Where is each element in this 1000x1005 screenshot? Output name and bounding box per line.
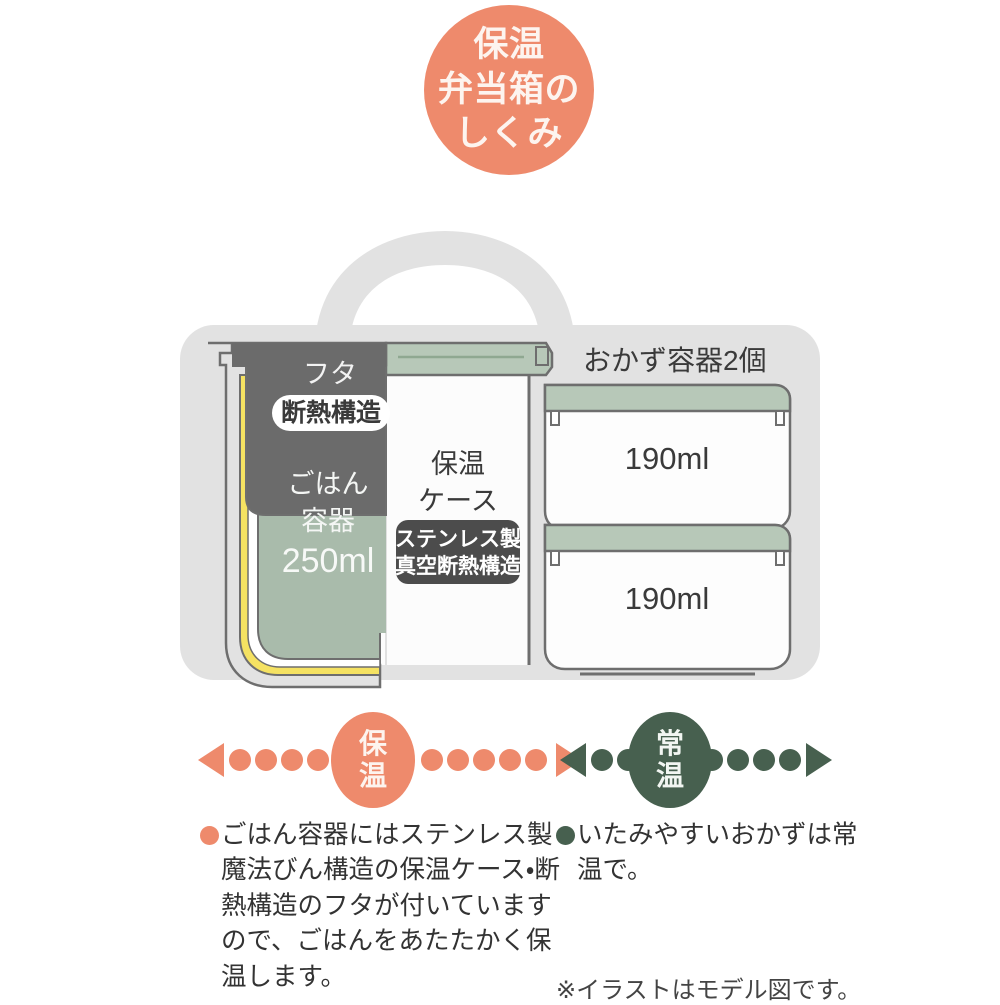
notes-section: ごはん容器にはステンレス製魔法びん構造の保温ケース・断熱構造のフタが付いています… (0, 818, 1000, 1004)
side-container-lower: 190ml (543, 523, 792, 676)
title-line-3: しくみ (455, 114, 563, 154)
lid-label: フタ (303, 359, 357, 389)
note-ambient-text: いたみやすいおかずは常温で。 (577, 821, 858, 885)
ambient-zone-arrow: 常 温 (560, 712, 832, 808)
thermal-case-lid-tab (535, 346, 549, 366)
rice-container-label-line1: ごはん (288, 469, 369, 499)
bullet-warm-icon (200, 826, 219, 845)
temperature-zones-row: 保 温 常 温 (0, 705, 1000, 815)
stainless-badge (396, 520, 520, 584)
lid-badge-text: 断熱構造 (281, 399, 381, 427)
bullet-ambient-icon (556, 826, 575, 845)
rice-container-lid-rim (232, 343, 386, 367)
title-line-2: 弁当箱の (437, 69, 580, 109)
side-containers-heading: おかず容器2個 (583, 345, 767, 376)
warm-zone-label-2: 温 (359, 760, 387, 791)
rice-container-label-line2: 容器 (301, 506, 355, 536)
thermal-case-label-line2: ケース (418, 486, 498, 516)
side-container-upper: 190ml (543, 383, 792, 531)
ambient-zone-label-2: 温 (656, 760, 684, 791)
warm-zone-arrow: 保 温 (198, 712, 582, 808)
note-warm-text: ごはん容器にはステンレス製魔法びん構造の保温ケース・断熱構造のフタが付いています… (221, 821, 560, 991)
warm-zone-label-1: 保 (359, 728, 388, 759)
thermal-case-lid (384, 341, 554, 377)
product-illustration: フタ 断熱構造 ごはん 容器 250ml 保温 ケース ステンレス製 真空断熱構… (0, 225, 1000, 700)
ambient-zone-badge (628, 712, 712, 808)
rice-container-capacity: 250ml (282, 542, 375, 580)
stainless-badge-line2: 真空断熱構造 (395, 554, 521, 578)
rice-surface-curve (270, 617, 386, 633)
side-container-capacity-2: 190ml (625, 581, 709, 616)
ambient-zone-label-1: 常 (656, 728, 684, 759)
side-container-capacity-1: 190ml (625, 441, 709, 476)
note-warm: ごはん容器にはステンレス製魔法びん構造の保温ケース・断熱構造のフタが付いています… (200, 818, 561, 995)
thermal-case-label-line1: 保温 (431, 449, 485, 479)
lid-badge-pill (272, 395, 390, 431)
title-line-1: 保温 (473, 25, 545, 65)
carry-handle-icon (315, 231, 575, 357)
stainless-badge-line1: ステンレス製 (395, 527, 522, 551)
title-badge: 保温 弁当箱の しくみ (424, 5, 594, 175)
note-ambient: いたみやすいおかずは常温で。 (556, 818, 877, 889)
warm-zone-badge (331, 712, 415, 808)
